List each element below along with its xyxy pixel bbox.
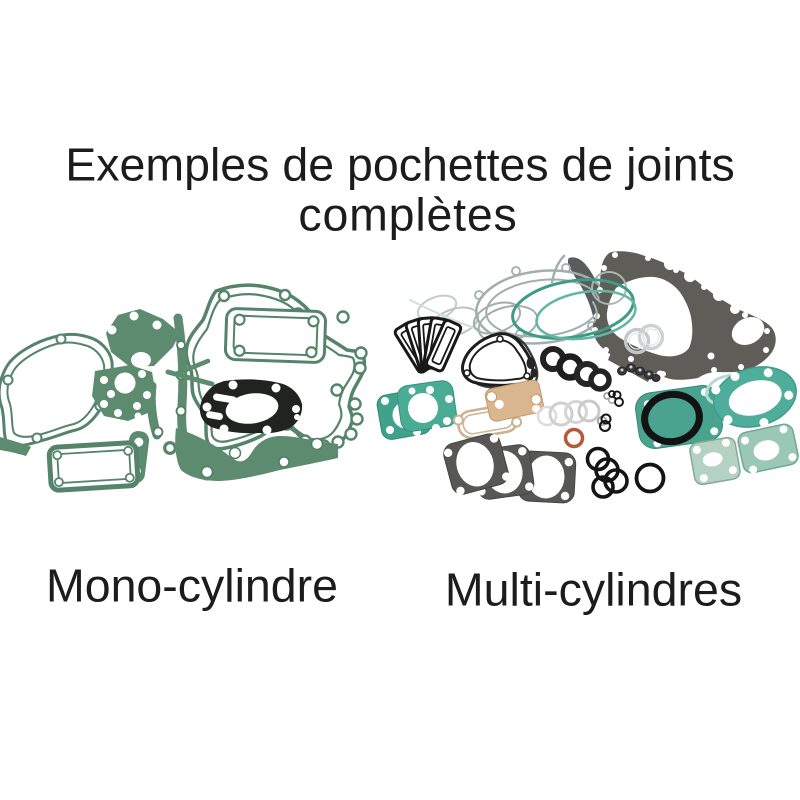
svg-text:Multi-cylindres: Multi-cylindres — [445, 564, 742, 616]
svg-text:Exemples de pochettes de joint: Exemples de pochettes de joints — [65, 139, 734, 191]
svg-text:Mono-cylindre: Mono-cylindre — [46, 560, 338, 612]
svg-text:complètes: complètes — [298, 189, 517, 241]
